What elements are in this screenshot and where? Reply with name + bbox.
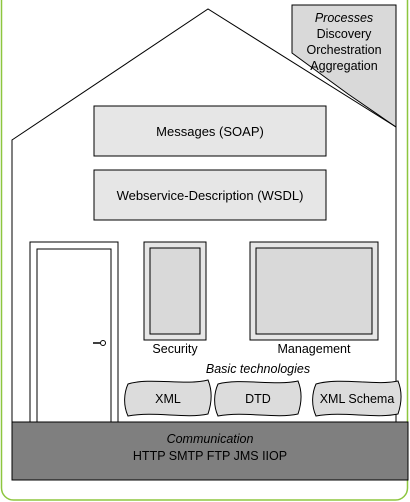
house-outline: [11, 8, 397, 422]
messages-box: [93, 105, 327, 157]
door-panel: [36, 248, 112, 423]
management-label: Management: [278, 342, 351, 356]
description-box: [93, 169, 327, 221]
management-window-pane: [255, 247, 373, 335]
stone-xml-label: XML: [155, 392, 181, 406]
chimney-line-1: Discovery: [317, 27, 373, 41]
stone-xml-schema-label: XML Schema: [320, 392, 395, 406]
chimney-title: Processes: [315, 11, 373, 25]
communication-title: Communication: [167, 432, 254, 446]
chimney-line-2: Orchestration: [306, 43, 381, 57]
stone-dtd: [214, 380, 302, 417]
communication-ground: [11, 421, 409, 481]
description-label: Webservice-Description (WSDL): [117, 188, 304, 203]
security-label: Security: [152, 342, 198, 356]
chimney: [291, 4, 397, 128]
stone-xml-schema: [312, 380, 402, 417]
communication-protocols: HTTP SMTP FTP JMS IIOP: [133, 449, 287, 463]
stone-xml: [124, 379, 212, 417]
messages-label: Messages (SOAP): [156, 124, 264, 139]
chimney-line-3: Aggregation: [310, 59, 377, 73]
door-knob: [100, 340, 106, 346]
stone-dtd-label: DTD: [245, 392, 271, 406]
security-window-pane: [149, 247, 201, 335]
basic-technologies-label: Basic technologies: [206, 362, 310, 376]
